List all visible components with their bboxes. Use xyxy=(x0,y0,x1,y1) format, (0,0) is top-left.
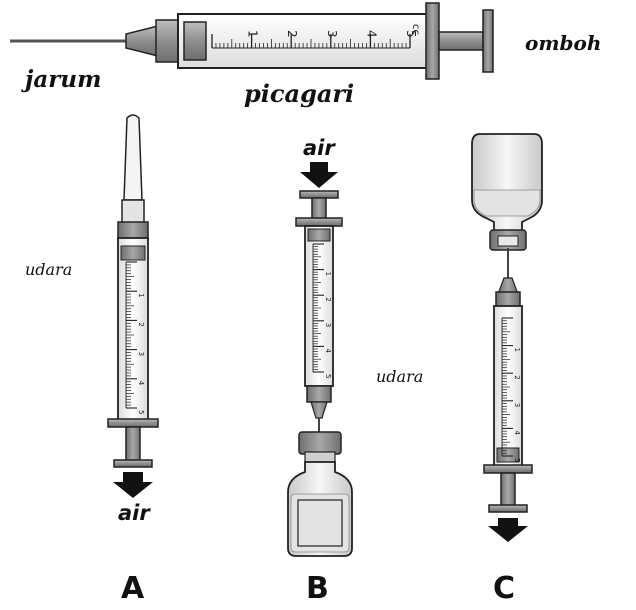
scale-unit: cc xyxy=(410,24,421,35)
scale-number: 5 xyxy=(513,458,521,462)
scale-number: 2 xyxy=(285,30,299,38)
finger-flange xyxy=(483,464,533,474)
vial-label xyxy=(297,499,343,547)
vial-cap xyxy=(298,431,342,455)
scale-number: 5 xyxy=(324,374,332,378)
syringe-a: 1 2 3 4 5 xyxy=(107,114,159,498)
scale-number: 3 xyxy=(324,323,332,327)
barrel xyxy=(304,225,334,387)
needle-cap xyxy=(123,114,143,201)
barrel xyxy=(117,237,149,421)
scale-number: 4 xyxy=(513,430,521,435)
needle-hub-tip xyxy=(310,401,328,419)
barrel-scale: 1 2 3 4 5 xyxy=(125,261,145,414)
plunger-thumb xyxy=(113,459,153,468)
vial-cap-ring xyxy=(304,451,336,463)
plunger-thumb xyxy=(482,9,494,73)
plunger-rod xyxy=(311,197,327,221)
label-barrel: picagari xyxy=(244,79,354,108)
plunger-stopper xyxy=(120,245,146,261)
plunger-thumb xyxy=(299,190,339,199)
panel-label-b: B xyxy=(306,571,329,606)
panel-label-c: C xyxy=(493,571,515,606)
plunger-stopper xyxy=(496,447,520,463)
vial-stopper xyxy=(497,235,519,247)
finger-flange xyxy=(107,418,159,428)
label-air-b: air xyxy=(303,136,336,160)
finger-flange xyxy=(425,2,440,80)
scale-number: 2 xyxy=(137,322,145,326)
scale-number: 1 xyxy=(513,348,521,352)
vial-b xyxy=(287,431,353,557)
plunger-stopper xyxy=(307,228,331,242)
plunger-stopper xyxy=(183,21,207,61)
scale-number: 2 xyxy=(324,297,332,301)
vial-body xyxy=(471,133,543,233)
vial-liquid xyxy=(290,493,350,553)
syringe-b: 1 2 3 4 5 xyxy=(287,162,353,557)
vial-liquid xyxy=(473,189,541,217)
barrel-scale: 1 2 3 4 5 xyxy=(501,317,521,462)
barrel xyxy=(493,305,523,467)
needle-hub-collar xyxy=(155,19,181,63)
label-air-a: air xyxy=(118,501,151,525)
scale-number: 4 xyxy=(364,30,378,38)
label-plunger: omboh xyxy=(525,31,601,55)
top-syringe: 1 2 3 4 5cc xyxy=(10,2,494,80)
barrel xyxy=(177,13,429,69)
panel-label-a: A xyxy=(121,571,145,606)
scale-number: 1 xyxy=(246,30,260,38)
scale-number: 4 xyxy=(324,348,332,353)
scale-number: 3 xyxy=(137,352,145,356)
scale-number: 5 xyxy=(404,30,418,38)
barrel-scale: 1 2 3 4 5cc xyxy=(211,24,421,49)
label-needle: jarum xyxy=(21,66,101,93)
arrow-down-icon xyxy=(300,162,338,188)
scale-number: 1 xyxy=(324,272,332,276)
scale-number: 3 xyxy=(325,30,339,38)
finger-flange xyxy=(295,217,343,227)
label-udara-left: udara xyxy=(25,260,72,279)
scale-number: 3 xyxy=(513,403,521,407)
label-udara-middle: udara xyxy=(376,367,423,386)
plunger-rod xyxy=(438,31,484,51)
barrel-scale: 1 2 3 4 5 xyxy=(312,243,332,378)
syringe-c: 1 2 3 4 5 xyxy=(471,133,543,542)
arrow-down-icon xyxy=(113,472,153,498)
scale-number: 5 xyxy=(137,410,145,414)
cap-base xyxy=(121,199,145,225)
arrow-down-icon xyxy=(488,518,528,542)
needle-hub xyxy=(306,385,332,403)
plunger-thumb xyxy=(488,504,528,513)
needle-hub xyxy=(125,25,159,57)
vial-c xyxy=(471,133,543,251)
scale-number: 2 xyxy=(513,375,521,379)
scale-number: 1 xyxy=(137,293,145,297)
plunger-rod xyxy=(500,472,516,508)
scale-number: 4 xyxy=(137,381,145,386)
plunger-rod xyxy=(125,426,141,464)
